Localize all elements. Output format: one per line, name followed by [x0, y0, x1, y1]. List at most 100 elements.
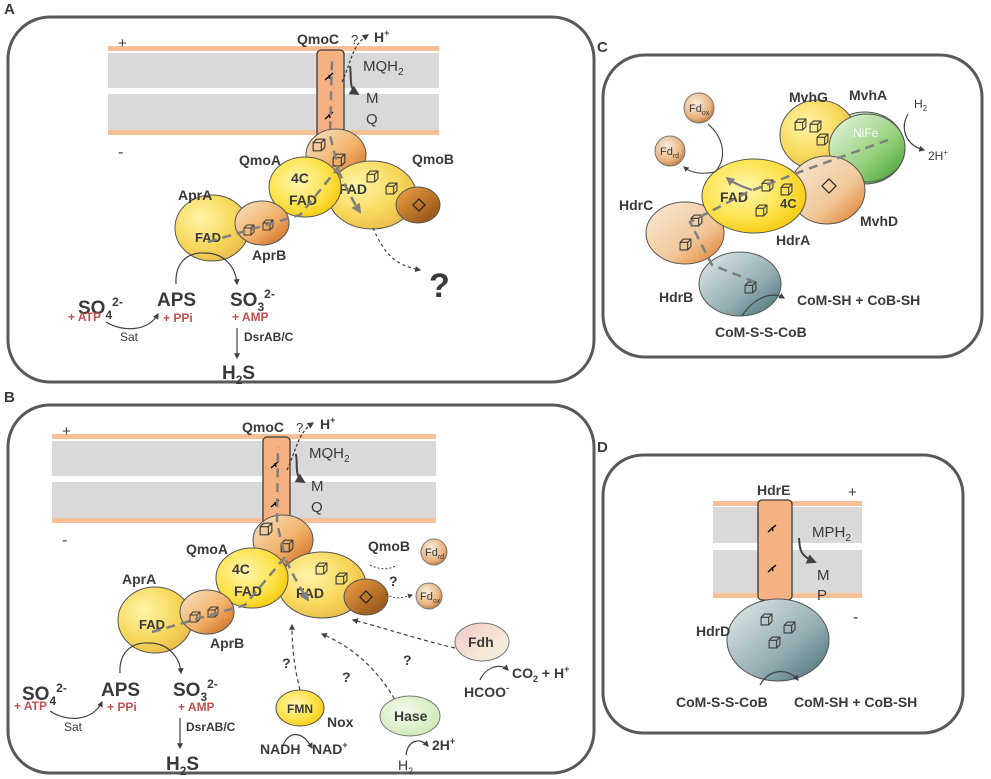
- so3-a-label: SO32-: [230, 287, 275, 314]
- qmob-a-domain: [395, 186, 441, 224]
- h2-c-label: H2: [914, 97, 928, 113]
- qmoc-b-hplus: H+: [320, 415, 335, 432]
- fmn-b-label: FMN: [287, 702, 313, 716]
- q-b-label: Q: [311, 499, 323, 516]
- panel-b-letter: B: [4, 389, 15, 406]
- hdre-protein: [757, 499, 793, 601]
- amp-a-label: + AMP: [232, 310, 269, 324]
- ppi-a-label: + PPi: [163, 311, 193, 325]
- coms-c-label: CoM-SH + CoB-SH: [797, 292, 920, 308]
- nad-b-label: NAD+: [312, 740, 348, 757]
- membrane-b: [52, 434, 436, 523]
- panel-c-letter: C: [597, 39, 608, 56]
- membrane-b-plus: +: [62, 423, 71, 440]
- mph2-label: MPH2: [812, 524, 851, 544]
- fdox-c-label: Fdox: [689, 103, 710, 117]
- fad-a-apra: FAD: [195, 230, 221, 245]
- aprb-a-protein: [234, 200, 290, 246]
- mvhg-label: MvhG: [789, 89, 828, 105]
- sat-a-label: Sat: [120, 330, 139, 344]
- heme-d-2-icon: [767, 564, 777, 573]
- fad-b-qmoa: FAD: [234, 583, 262, 599]
- panel-c: C NiFe MvhA MvhG NiFe MvhD HdrB HdrC FAD…: [597, 39, 984, 359]
- unknown-acceptor-a: ?: [429, 267, 450, 305]
- hdrd-label: HdrD: [696, 623, 730, 639]
- dsr-a-label: DsrAB/C: [244, 330, 294, 344]
- q1-b: ?: [282, 655, 291, 671]
- h2-b-label: H2: [398, 757, 413, 776]
- comss-d-label: CoM-S-S-CoB: [676, 694, 768, 710]
- heme-d-1-icon: [767, 524, 777, 533]
- qmoc-a-qmark: ?: [351, 32, 358, 47]
- nife-label-top: NiFe: [853, 126, 879, 140]
- membrane-d-minus: -: [853, 609, 858, 626]
- hdrd-protein: [726, 598, 830, 682]
- co2-b-label: CO2 + H+: [512, 664, 569, 684]
- comss-c-label: CoM-S-S-CoB: [715, 324, 807, 340]
- qmoa-b-label: QmoA: [186, 541, 228, 557]
- qmoc-b-label: QmoC: [242, 419, 284, 435]
- p-d-label: P: [817, 587, 827, 604]
- fdrd-b-circle: [420, 538, 448, 566]
- panel-a-letter: A: [4, 1, 15, 18]
- atp-b-label: + ATP: [14, 699, 47, 713]
- qmoc-a-label: QmoC: [297, 31, 339, 47]
- panel-a: A + - QmoC ? H+ MQH2 M Q QmoB FAD: [4, 1, 596, 387]
- fdrd-c-circle: [654, 135, 686, 167]
- qmob-b-domain: [343, 578, 389, 616]
- fd-b-qmark: ?: [389, 573, 398, 589]
- nadh-b-label: NADH: [260, 741, 300, 757]
- twoh-b-label: 2H+: [432, 736, 455, 753]
- so4-a-label: SO42-: [78, 295, 123, 322]
- aprb-a-label: AprB: [252, 247, 286, 263]
- fourc-b-label: 4C: [232, 561, 250, 577]
- hdre-label: HdrE: [757, 482, 790, 498]
- fdh-b-protein: [454, 622, 510, 662]
- coms-d-label: CoM-SH + CoB-SH: [794, 694, 917, 710]
- fourc-c-label: 4C: [780, 196, 797, 211]
- membrane-a: [108, 46, 439, 135]
- apra-a-label: AprA: [178, 187, 212, 203]
- h2s-b-label: H2S: [166, 754, 199, 778]
- m-b-label: M: [311, 478, 324, 495]
- ppi-b-label: + PPi: [107, 700, 137, 714]
- amp-b-label: + AMP: [178, 700, 215, 714]
- mvhd-label: MvhD: [860, 213, 898, 229]
- qmoc-b-qmark: ?: [296, 420, 303, 435]
- qmob-a-label: QmoB: [412, 151, 454, 167]
- aps-b-label: APS: [101, 680, 140, 701]
- aps-a-label: APS: [157, 290, 196, 311]
- nox-b-protein: [275, 689, 325, 727]
- atp-a-label: + ATP: [68, 310, 101, 324]
- fdrd-c-label: Fdrd: [660, 146, 679, 160]
- aprb-b-label: AprB: [210, 635, 244, 651]
- fdox-b-circle: [415, 582, 443, 610]
- qmob-b-label: QmoB: [368, 538, 410, 554]
- qmoa-a-label: QmoA: [239, 152, 281, 168]
- hdrb-label: HdrB: [659, 289, 693, 305]
- membrane-b-minus: -: [62, 532, 67, 549]
- twoh-c-label: 2H+: [928, 148, 948, 163]
- heme-a-1-icon: [324, 72, 334, 81]
- panel-d: D + - HdrE MPH2 M P HdrD CoM-S-S-CoB CoM…: [597, 439, 965, 735]
- fad-a-qmob: FAD: [339, 181, 367, 197]
- fdox-b-label: Fdox: [420, 591, 441, 605]
- dsr-b-label: DsrAB/C: [186, 720, 236, 734]
- mvha-label: MvhA: [849, 87, 887, 103]
- so3-b-label: SO32-: [173, 677, 218, 704]
- fad-a-qmoa: FAD: [289, 192, 317, 208]
- qmoa-a-protein: [268, 156, 342, 218]
- mqh2-b-label: MQH2: [309, 445, 350, 465]
- m-a-label: M: [366, 90, 379, 107]
- hdra-label: HdrA: [776, 232, 810, 248]
- membrane-a-minus: -: [118, 144, 123, 161]
- nox-b-label: Nox: [327, 714, 354, 730]
- mqh2-a-label: MQH2: [363, 58, 404, 78]
- fdox-c-circle: [683, 92, 715, 124]
- fad-b-apra: FAD: [139, 617, 165, 632]
- h2s-a-label: H2S: [222, 363, 255, 387]
- panel-d-letter: D: [597, 439, 608, 456]
- fdrd-b-label: Fdrd: [425, 547, 444, 561]
- qmoa-b-protein: [215, 547, 289, 609]
